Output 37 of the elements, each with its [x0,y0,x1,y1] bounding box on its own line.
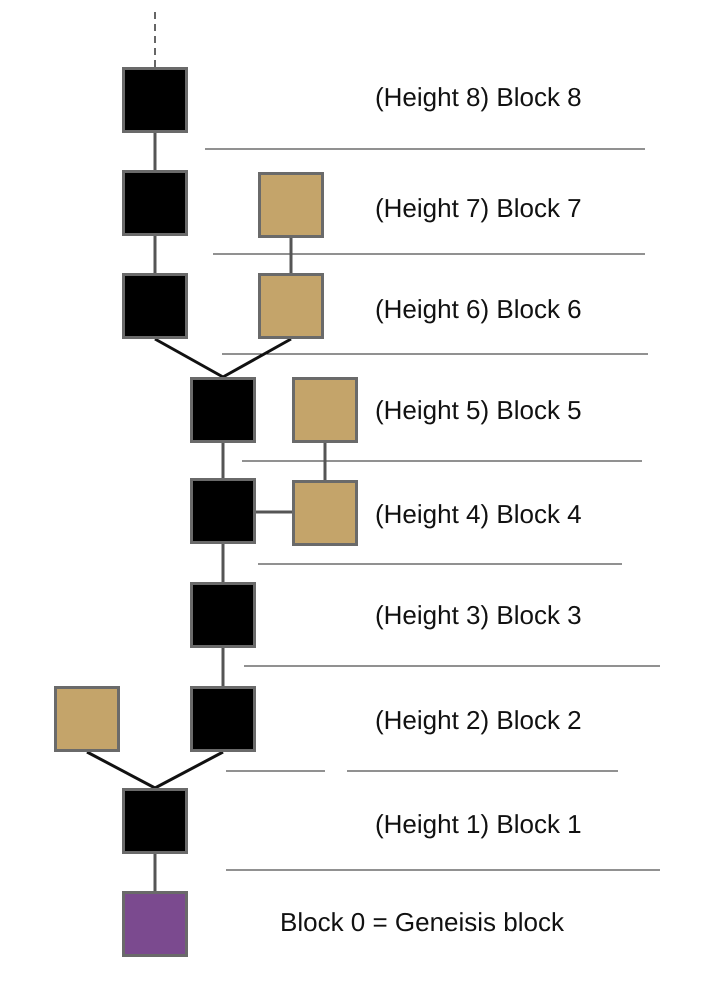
block-square [258,172,324,238]
row-label: (Height 4) Block 4 [375,499,582,529]
connector-line [154,338,224,378]
row-label: (Height 3) Block 3 [375,600,582,630]
connector-line [222,443,224,478]
connector-line [154,236,156,273]
row-label: (Height 7) Block 7 [375,193,582,223]
connector-line [324,443,326,480]
row-label: Block 0 = Geneisis block [280,907,564,937]
block-square [122,67,188,133]
connector-line [256,510,292,514]
block-square [122,273,188,339]
connector-line [86,750,156,790]
connector-line [154,750,224,790]
dashed-line [154,10,156,67]
row-label: (Height 8) Block 8 [375,82,582,112]
block-square [122,891,188,957]
block-square [190,478,256,544]
connector-line [154,854,156,891]
connector-line [222,338,292,378]
block-square [292,480,358,546]
row-label: (Height 1) Block 1 [375,809,582,839]
block-square [54,686,120,752]
block-square [122,788,188,854]
block-square [190,377,256,443]
block-square [292,377,358,443]
connector-line [222,648,224,686]
block-square [122,170,188,236]
block-square [190,686,256,752]
row-label: (Height 5) Block 5 [375,395,582,425]
row-label: (Height 6) Block 6 [375,294,582,324]
connector-line [290,238,292,273]
block-square [258,273,324,339]
row-label: (Height 2) Block 2 [375,705,582,735]
connector-line [222,544,224,582]
block-square [190,582,256,648]
connector-line [154,133,156,170]
